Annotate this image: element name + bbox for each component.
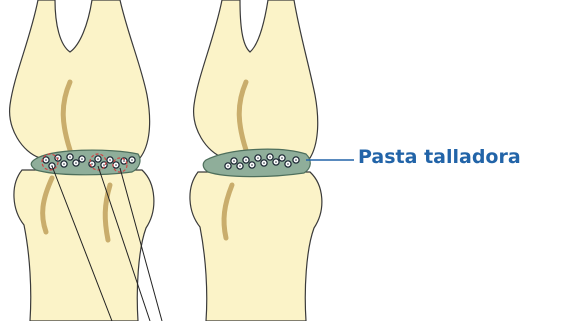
callout-label: Pasta talladora: [358, 146, 521, 168]
right-joint: [190, 0, 354, 321]
right-upper-bone: [194, 0, 318, 158]
left-joint: [10, 0, 162, 321]
left-lower-bone: [14, 170, 154, 321]
left-upper-bone: [10, 0, 150, 158]
right-lower-bone: [190, 172, 322, 321]
